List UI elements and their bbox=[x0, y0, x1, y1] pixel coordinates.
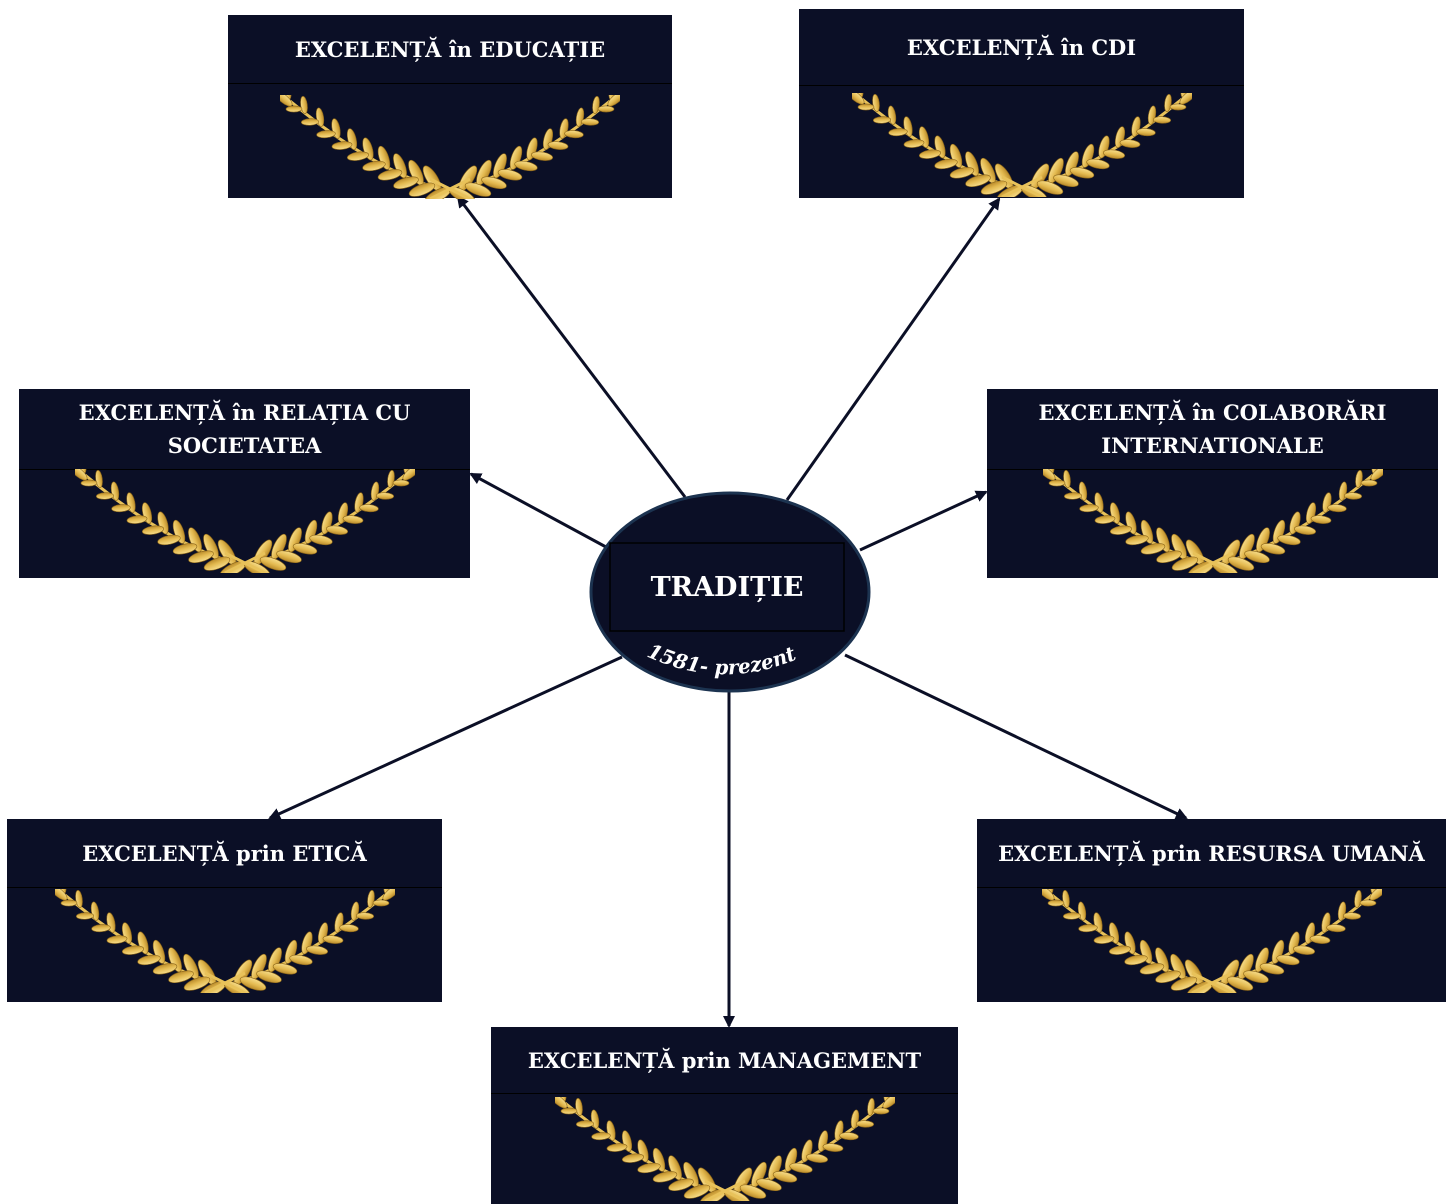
laurel-wreath-icon bbox=[851, 93, 1192, 197]
pillar-management-label: EXCELENȚĂ prin MANAGEMENT bbox=[491, 1027, 958, 1094]
arrow-to-cdi bbox=[785, 197, 1001, 501]
pillar-etica: EXCELENȚĂ prin ETICĂ bbox=[7, 819, 442, 1002]
center-title-frame bbox=[609, 542, 845, 632]
laurel-wreath-icon bbox=[554, 1097, 895, 1201]
pillar-societate-label: EXCELENȚĂ în RELAȚIA CU SOCIETATEA bbox=[19, 389, 470, 470]
laurel-wreath-icon bbox=[1041, 889, 1382, 993]
pillar-management: EXCELENȚĂ prin MANAGEMENT bbox=[491, 1027, 958, 1204]
arrow-to-resursa bbox=[844, 653, 1188, 820]
arrow-to-colaborari bbox=[859, 490, 988, 552]
arrow-to-etica bbox=[268, 655, 623, 820]
laurel-wreath-icon bbox=[54, 889, 395, 993]
laurel-wreath-icon bbox=[1042, 469, 1383, 573]
laurel-branches bbox=[74, 469, 415, 573]
arrow-to-educatie bbox=[456, 195, 687, 498]
laurel-wreath-icon bbox=[74, 469, 415, 573]
connector-arrows bbox=[268, 195, 1188, 1028]
arrow-to-societate bbox=[469, 472, 607, 549]
pillar-educatie-label: EXCELENȚĂ în EDUCAȚIE bbox=[228, 15, 672, 84]
pillar-cdi: EXCELENȚĂ în CDI bbox=[799, 9, 1244, 198]
laurel-branches bbox=[851, 93, 1192, 197]
pillar-educatie: EXCELENȚĂ în EDUCAȚIE bbox=[228, 15, 672, 199]
laurel-branches bbox=[1042, 469, 1383, 573]
pillar-cdi-label: EXCELENȚĂ în CDI bbox=[799, 9, 1244, 86]
pillar-etica-label: EXCELENȚĂ prin ETICĂ bbox=[7, 819, 442, 888]
pillar-resursa-label: EXCELENȚĂ prin RESURSA UMANĂ bbox=[977, 819, 1446, 888]
laurel-branches bbox=[54, 889, 395, 993]
laurel-branches bbox=[1041, 889, 1382, 993]
laurel-branches bbox=[554, 1097, 895, 1201]
pillar-colaborari: EXCELENȚĂ în COLABORĂRI INTERNATIONALE bbox=[987, 389, 1438, 578]
laurel-wreath-icon bbox=[280, 95, 620, 199]
center-title: TRADIȚIE bbox=[650, 571, 804, 603]
pillar-societate: EXCELENȚĂ în RELAȚIA CU SOCIETATEA bbox=[19, 389, 470, 578]
pillar-colaborari-label: EXCELENȚĂ în COLABORĂRI INTERNATIONALE bbox=[987, 389, 1438, 470]
laurel-branches bbox=[280, 95, 620, 199]
center-node: 1581- prezent bbox=[589, 491, 871, 693]
pillar-resursa: EXCELENȚĂ prin RESURSA UMANĂ bbox=[977, 819, 1446, 1002]
